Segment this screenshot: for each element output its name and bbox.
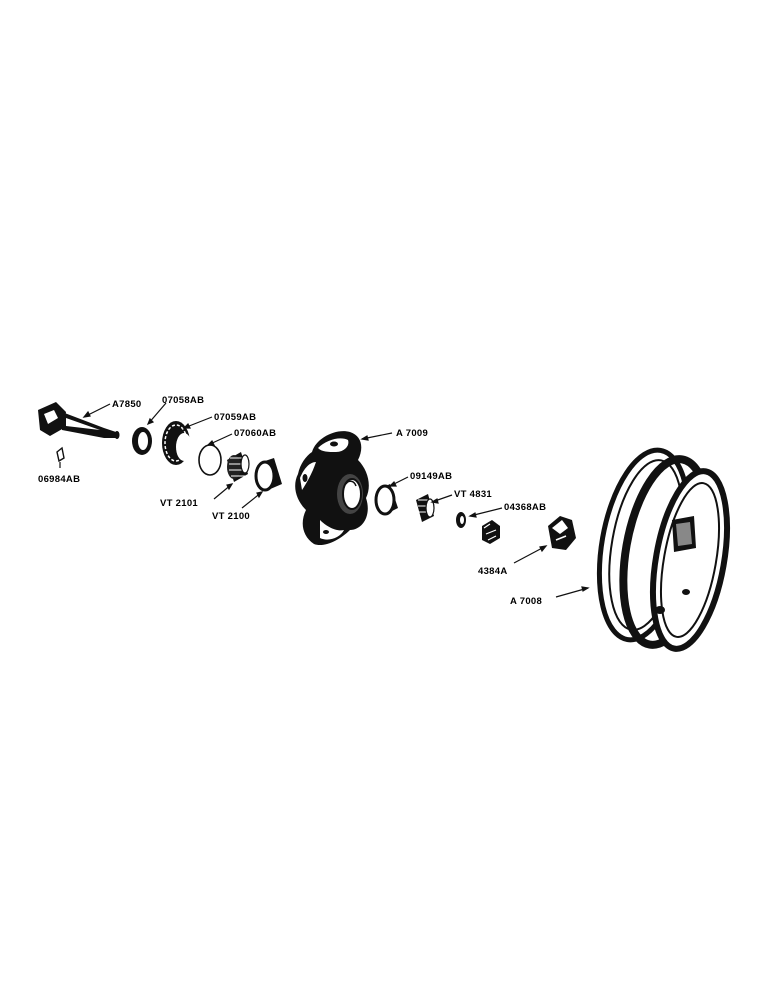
retainer-part xyxy=(162,421,192,465)
label-4384a: 4384A xyxy=(478,566,508,577)
nut-part xyxy=(548,516,576,550)
label-vt2100: VT 2100 xyxy=(212,511,250,522)
label-a7009: A 7009 xyxy=(396,428,428,439)
wheel-part xyxy=(596,447,730,652)
seal-part xyxy=(132,427,152,455)
hub-part xyxy=(295,431,369,546)
outer-cone-part xyxy=(416,494,435,522)
o-ring-part xyxy=(198,444,222,476)
label-vt4831: VT 4831 xyxy=(454,489,492,500)
spindle-part xyxy=(38,402,120,439)
label-a7008: A 7008 xyxy=(510,596,542,607)
label-07060ab: 07060AB xyxy=(234,428,276,439)
label-07058ab: 07058AB xyxy=(162,395,204,406)
castle-nut-part xyxy=(482,520,500,544)
part-labels: A7850 06984AB 07058AB 07059AB 07060AB VT… xyxy=(38,395,546,607)
label-09149ab: 09149AB xyxy=(410,471,452,482)
label-07059ab: 07059AB xyxy=(214,412,256,423)
key-part xyxy=(56,446,65,463)
inner-cone-part xyxy=(227,452,250,482)
label-vt2101: VT 2101 xyxy=(160,498,198,509)
leader-lines xyxy=(59,402,590,598)
label-a7850: A7850 xyxy=(112,399,142,410)
washer-part xyxy=(456,512,466,528)
inner-cup-part xyxy=(254,458,282,492)
label-04368ab: 04368AB xyxy=(504,502,546,513)
outer-cup-part xyxy=(374,484,398,516)
label-06984ab: 06984AB xyxy=(38,474,80,485)
